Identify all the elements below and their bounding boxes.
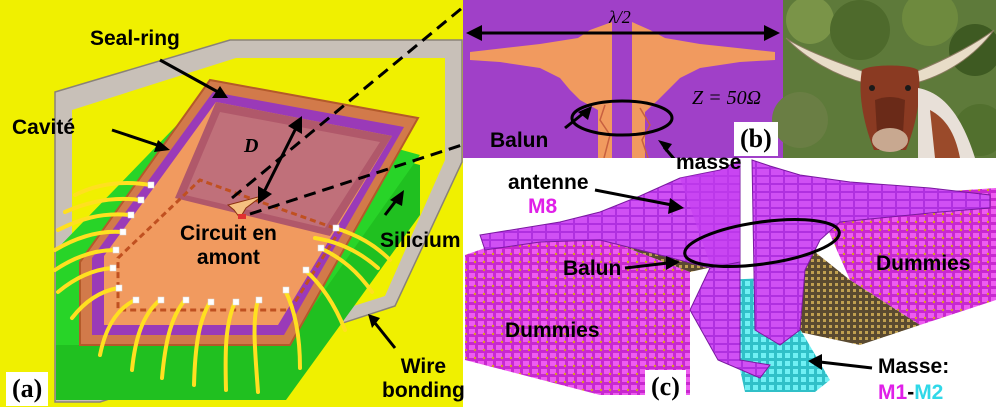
balun-notch-left	[599, 104, 611, 159]
cavity-label: Cavité	[12, 116, 76, 139]
panel-c-tag: (c)	[645, 370, 686, 404]
seal-ring-label: Seal-ring	[90, 27, 180, 50]
dummies-right-field	[815, 188, 996, 325]
panel-c	[463, 158, 996, 407]
antenna-label: antenne	[508, 171, 589, 194]
m2-label: M2	[914, 381, 944, 404]
wire-bond-pads	[109, 181, 340, 306]
panel-b-tag: (b)	[734, 122, 778, 156]
balun-ellipse-c	[683, 218, 841, 268]
masse-label-b: masse	[676, 151, 742, 174]
impedance-label: Z = 50Ω	[692, 87, 762, 109]
balun-label-b: Balun	[490, 129, 549, 152]
panel-b-background	[463, 0, 783, 158]
panel-c-pointers	[594, 188, 873, 370]
dummies-right-label: Dummies	[876, 252, 971, 275]
m1-label: M1	[878, 381, 908, 404]
wire-bonding-label: Wire bonding	[382, 355, 465, 403]
panel-a-pointers	[111, 58, 404, 349]
m1-m2-dash: -	[907, 381, 915, 404]
panel-b-pointers	[564, 106, 677, 161]
antenna-right-arm	[632, 22, 775, 158]
half-wave-label: λ/2	[609, 7, 631, 27]
antenna-feed	[238, 214, 246, 219]
distance-label: D	[244, 135, 259, 157]
circuit-label: Circuit en amont	[180, 222, 277, 270]
half-wave-arrow	[466, 25, 780, 41]
antenna-right	[751, 159, 991, 346]
dummies-left-field	[465, 222, 690, 395]
panel-a-tag: (a)	[6, 372, 49, 406]
balun-ellipse	[570, 99, 674, 137]
masse-label-c: Masse:	[878, 355, 950, 378]
bull-body	[918, 88, 975, 158]
metal-layers-label: M1-M2	[878, 382, 943, 403]
panel-b	[463, 0, 783, 161]
balun-taper	[689, 261, 771, 379]
bull-photo	[772, 0, 996, 158]
balun-label-c: Balun	[563, 257, 622, 280]
silicon-label: Silicium	[380, 229, 461, 252]
m8-label: M8	[528, 195, 558, 218]
circuit-strip-right	[790, 240, 920, 345]
zoom-lines	[231, 6, 463, 216]
dummies-left-label: Dummies	[505, 319, 600, 342]
tiny-antenna	[226, 195, 263, 219]
antenna-left-arm	[470, 22, 612, 158]
wire-bonds	[53, 181, 392, 394]
antenna-region-inner	[185, 112, 380, 228]
panel-a	[0, 0, 463, 407]
